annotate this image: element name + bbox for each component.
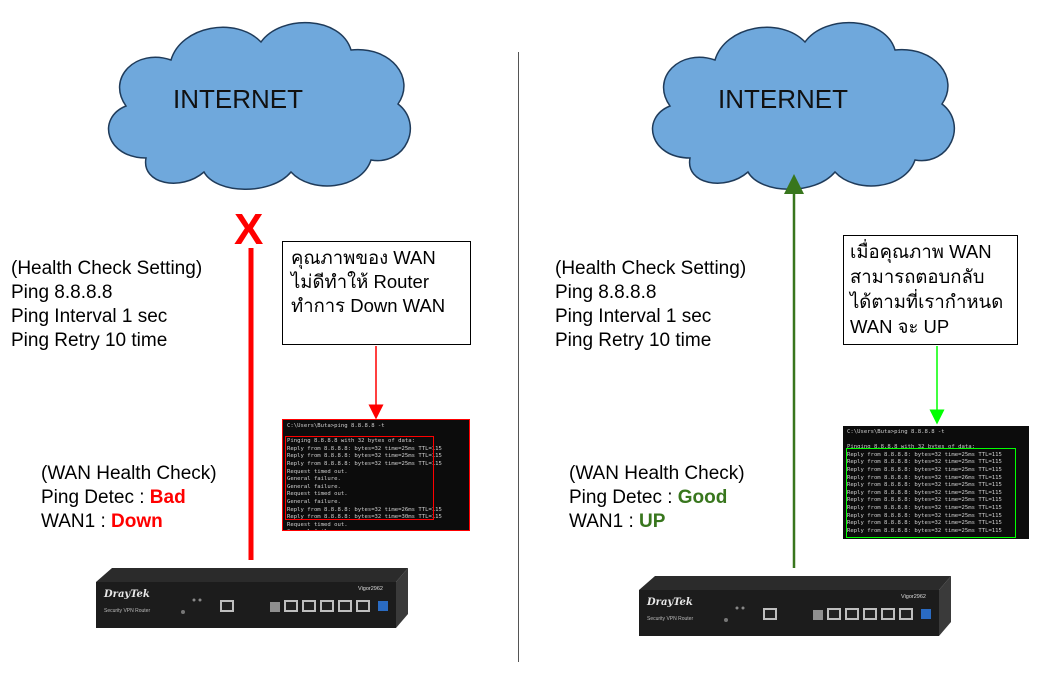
callout-left-line1: คุณภาพของ WAN: [291, 247, 436, 268]
terminal-line: Reply from 8.8.8.8: bytes=32 time=30ms T…: [287, 514, 442, 521]
terminal-line: General failure.: [287, 476, 341, 483]
ping-terminal-left: C:\Users\Buta>ping 8.8.8.8 -t Pinging 8.…: [282, 419, 470, 531]
callout-right-line2: สามารถตอบกลับ: [850, 266, 985, 287]
internet-cloud-left: [107, 22, 411, 190]
wan1-row-left: WAN1 : Down: [41, 510, 163, 534]
terminal-line: Reply from 8.8.8.8: bytes=32 time=25ms T…: [287, 445, 442, 452]
wan1-status-up: UP: [639, 511, 666, 532]
terminal-line: Request timed out.: [287, 468, 348, 475]
terminal-line: [287, 431, 465, 439]
internet-label-left: INTERNET: [173, 84, 303, 114]
terminal-line: General failure.: [287, 498, 341, 505]
health-setting-ping-right: Ping 8.8.8.8: [555, 282, 657, 303]
terminal-line: Reply from 8.8.8.8: bytes=32 time=25ms T…: [847, 497, 1002, 504]
internet-label-right: INTERNET: [718, 84, 848, 114]
ping-detect-row-left: Ping Detec : Bad: [41, 486, 186, 510]
terminal-line: Reply from 8.8.8.8: bytes=32 time=25ms T…: [847, 512, 1002, 519]
terminal-line: Reply from 8.8.8.8: bytes=32 time=25ms T…: [847, 489, 1002, 496]
terminal-line: Reply from 8.8.8.8: bytes=32 time=25ms T…: [847, 527, 1002, 534]
terminal-line: Reply from 8.8.8.8: bytes=32 time=25ms T…: [847, 504, 1002, 511]
router-right-model: Vigor2962: [901, 594, 926, 600]
ping-detect-label-right: Ping Detec :: [569, 487, 678, 508]
router-right-subtitle: Security VPN Router: [647, 616, 693, 622]
terminal-line: Reply from 8.8.8.8: bytes=32 time=26ms T…: [287, 506, 442, 513]
callout-right-line1: เมื่อคุณภาพ WAN: [850, 241, 992, 262]
panel-divider: [518, 52, 519, 662]
health-setting-title-right: (Health Check Setting): [555, 258, 747, 279]
health-setting-retry-left: Ping Retry 10 time: [11, 330, 168, 351]
health-setting-title-left: (Health Check Setting): [11, 258, 203, 279]
terminal-line: Request timed out.: [287, 521, 348, 528]
fail-x-icon: X: [234, 205, 264, 254]
terminal-line: Request timed out.: [287, 491, 348, 498]
ping-terminal-right: C:\Users\Buta>ping 8.8.8.8 -t Pinging 8.…: [843, 426, 1029, 539]
terminal-line: [847, 437, 1025, 445]
terminal-line: General failure.: [287, 529, 465, 530]
callout-box-left: คุณภาพของ WAN ไม่ดีทำให้ Router ทำการ Do…: [282, 241, 471, 345]
wan-check-title-right: (WAN Health Check): [569, 463, 745, 484]
callout-left-line2: ไม่ดีทำให้ Router: [291, 271, 429, 292]
terminal-line: Reply from 8.8.8.8: bytes=32 time=25ms T…: [287, 460, 442, 467]
terminal-line: General failure.: [287, 483, 341, 490]
terminal-line: C:\Users\Buta>ping 8.8.8.8 -t: [287, 423, 385, 429]
wan-check-title-left: (WAN Health Check): [41, 463, 217, 484]
wan1-label-right: WAN1 :: [569, 511, 640, 532]
ping-detect-label-left: Ping Detec :: [41, 487, 150, 508]
callout-right-line3: ได้ตามที่เรากำหนด: [850, 291, 1004, 312]
wan1-status-down: Down: [111, 511, 163, 532]
callout-right-line4: WAN จะ UP: [850, 316, 950, 337]
terminal-line: Reply from 8.8.8.8: bytes=32 time=25ms T…: [847, 459, 1002, 466]
router-left-subtitle: Security VPN Router: [104, 608, 150, 614]
router-left-model: Vigor2962: [358, 586, 383, 592]
terminal-line: Pinging 8.8.8.8 with 32 bytes of data:: [847, 444, 975, 451]
terminal-line: Pinging 8.8.8.8 with 32 bytes of data:: [287, 438, 415, 445]
health-setting-retry-right: Ping Retry 10 time: [555, 330, 712, 351]
health-setting-interval-left: Ping Interval 1 sec: [11, 306, 168, 327]
terminal-line: Reply from 8.8.8.8: bytes=32 time=25ms T…: [847, 466, 1002, 473]
health-setting-ping-left: Ping 8.8.8.8: [11, 282, 113, 303]
ping-detect-row-right: Ping Detec : Good: [569, 486, 727, 510]
terminal-line: C:\Users\Buta>ping 8.8.8.8 -t: [847, 429, 945, 435]
callout-left-line3: ทำการ Down WAN: [291, 295, 446, 316]
router-right: DrayTek Security VPN Router Vigor2962: [639, 576, 951, 636]
terminal-line: Reply from 8.8.8.8: bytes=32 time=26ms T…: [847, 474, 1002, 481]
wan1-label-left: WAN1 :: [41, 511, 112, 532]
wan1-row-right: WAN1 : UP: [569, 510, 665, 534]
router-left-brand: DrayTek: [103, 589, 150, 600]
terminal-line: Reply from 8.8.8.8: bytes=32 time=25ms T…: [847, 451, 1002, 458]
terminal-line: Reply from 8.8.8.8: bytes=32 time=25ms T…: [847, 482, 1002, 489]
router-right-brand: DrayTek: [646, 597, 693, 608]
health-setting-interval-right: Ping Interval 1 sec: [555, 306, 712, 327]
callout-box-right: เมื่อคุณภาพ WAN สามารถตอบกลับ ได้ตามที่เ…: [843, 235, 1018, 345]
terminal-line: Reply from 8.8.8.8: bytes=32 time=25ms T…: [287, 453, 442, 460]
terminal-line: Reply from 8.8.8.8: bytes=32 time=25ms T…: [847, 520, 1002, 527]
router-left: DrayTek Security VPN Router Vigor2962: [96, 568, 408, 628]
ping-detect-status-good: Good: [677, 487, 728, 508]
ping-detect-status-bad: Bad: [149, 487, 186, 508]
